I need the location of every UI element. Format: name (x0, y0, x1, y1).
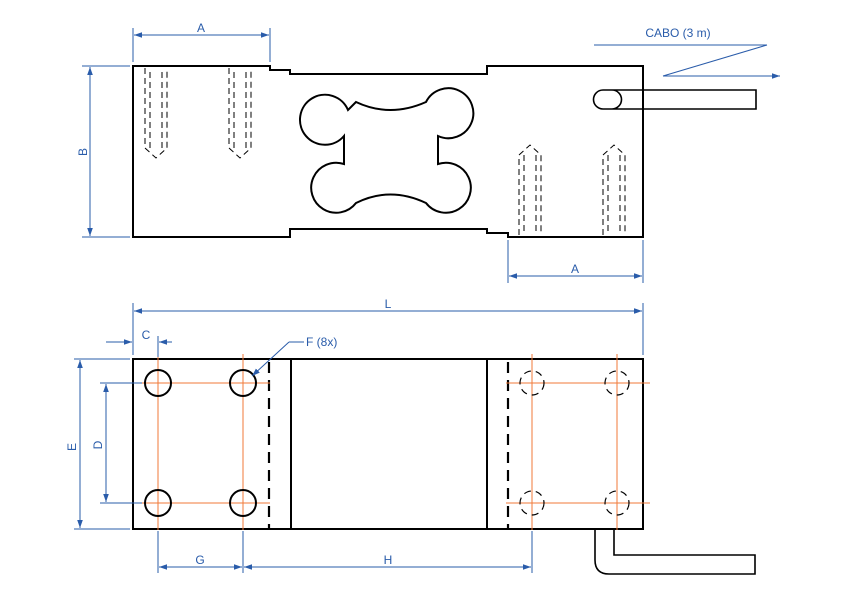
hidden-hole-2 (604, 370, 630, 396)
threaded-hole-right-2 (602, 144, 626, 235)
dimension-g-label: G (195, 553, 204, 567)
cable-label: CABO (3 m) (645, 26, 710, 40)
dimension-c: C (106, 328, 172, 357)
mounting-hole-2 (229, 369, 257, 397)
dimension-a-bottom-label: A (571, 262, 579, 276)
threaded-hole-right-1 (518, 144, 542, 235)
dimension-b: B (76, 65, 130, 238)
dimension-e-label: E (65, 443, 79, 451)
mounting-hole-4 (229, 489, 257, 517)
dimension-l-label: L (385, 297, 392, 311)
dimension-a-top-label: A (197, 21, 205, 35)
dimension-f-callout: F (8x) (251, 335, 337, 377)
hidden-hole-4 (604, 490, 630, 516)
dimension-d-label: D (91, 440, 105, 449)
side-view-outline (132, 65, 644, 238)
centerlines (128, 354, 650, 530)
dimension-h-label: H (384, 553, 393, 567)
cable-top-view (594, 529, 756, 575)
dimension-h: H (244, 531, 533, 573)
cable-side-view (592, 89, 757, 110)
dimension-d: D (91, 382, 142, 504)
hidden-hole-1 (519, 370, 545, 396)
binocular-cutout (298, 87, 475, 214)
threaded-hole-left-1 (144, 68, 168, 159)
dimension-c-label: C (142, 328, 151, 342)
mounting-hole-1 (144, 369, 172, 397)
cable-callout: CABO (3 m) (594, 26, 780, 79)
mounting-hole-3 (144, 489, 172, 517)
dimension-e: E (65, 358, 130, 530)
dimension-l: L (132, 297, 644, 355)
dimension-a-top: A (132, 21, 271, 62)
threaded-hole-left-2 (228, 68, 252, 159)
top-view (128, 354, 756, 575)
hidden-hole-3 (519, 490, 545, 516)
dimension-a-bottom: A (507, 240, 644, 283)
side-view (132, 65, 757, 238)
dimension-f-label: F (8x) (306, 335, 337, 349)
dimension-g: G (157, 531, 244, 573)
dimension-b-label: B (76, 148, 90, 156)
top-view-outline (132, 358, 644, 530)
